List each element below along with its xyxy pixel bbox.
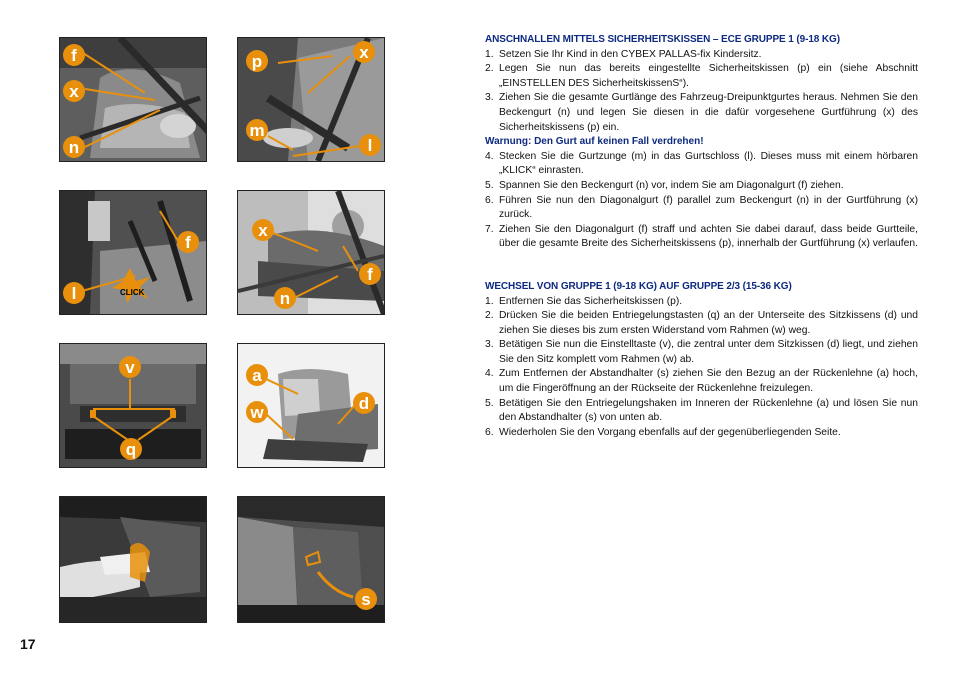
section-heading-booster: ANSCHNALLEN MITTELS SICHERHEITSKISSEN – … (485, 34, 840, 45)
photo-illustration (60, 38, 206, 161)
figure-1-belt-routing: f x n (59, 37, 207, 162)
warning-text: Warnung: Den Gurt auf keinen Fall verdre… (485, 136, 704, 148)
steps-list-b: 4.Stecken Sie die Gurtzunge (m) in das G… (485, 150, 918, 252)
photo-illustration (60, 191, 206, 314)
label-p: p (246, 50, 268, 72)
click-label: CLICK (120, 288, 145, 297)
steps-list-c: 1.Entfernen Sie das Sicherheitskissen (p… (485, 295, 918, 441)
label-w: w (246, 401, 268, 423)
label-v: v (119, 356, 141, 378)
label-x: x (63, 80, 85, 102)
figure-3-click: CLICK f l (59, 190, 207, 315)
list-item: 7.Ziehen Sie den Diagonalgurt (f) straff… (485, 223, 918, 250)
label-x: x (353, 41, 375, 63)
label-l: l (63, 282, 85, 304)
label-m: m (246, 119, 268, 141)
label-n: n (274, 287, 296, 309)
list-item: 5.Spannen Sie den Beckengurt (n) vor, in… (485, 179, 844, 191)
section-heading-group-change: WECHSEL VON GRUPPE 1 (9-18 KG) AUF GRUPP… (485, 280, 792, 292)
label-f: f (359, 263, 381, 285)
label-l: l (359, 134, 381, 156)
label-s: s (355, 588, 377, 610)
figure-2-buckle: p x m l (237, 37, 385, 162)
label-f: f (63, 44, 85, 66)
label-n: n (63, 136, 85, 158)
label-a: a (246, 364, 268, 386)
photo-illustration (60, 344, 206, 467)
instructions-column: ANSCHNALLEN MITTELS SICHERHEITSKISSEN – … (485, 33, 918, 440)
list-item: 5.Betätigen Sie den Entriegelungshaken i… (485, 397, 918, 424)
list-item: 2.Legen Sie nun das bereits eingestellte… (485, 63, 918, 89)
figure-6-seat-frame: a w d (237, 343, 385, 468)
photo-illustration (60, 497, 206, 622)
photo-illustration (238, 191, 384, 314)
figure-8-spacer: s (237, 496, 385, 623)
list-item: 1.Setzen Sie Ihr Kind in den CYBEX PALLA… (485, 48, 762, 60)
list-item: 3.Ziehen Sie die gesamte Gurtlänge des F… (485, 92, 918, 133)
figure-5-release-buttons: v q (59, 343, 207, 468)
label-d: d (353, 392, 375, 414)
figure-7-backrest-cover (59, 496, 207, 623)
label-x: x (252, 219, 274, 241)
label-f: f (177, 231, 199, 253)
list-item: 1.Entfernen Sie das Sicherheitskissen (p… (485, 295, 683, 307)
list-item: 4.Zum Entfernen der Abstandhalter (s) zi… (485, 368, 918, 395)
figure-4-impact-shield: x f n (237, 190, 385, 315)
page-number: 17 (20, 636, 36, 652)
list-item: 6.Führen Sie nun den Diagonalgurt (f) pa… (485, 194, 918, 221)
list-item: 6.Wiederholen Sie den Vorgang ebenfalls … (485, 426, 841, 438)
steps-list-a: 1.Setzen Sie Ihr Kind in den CYBEX PALLA… (485, 48, 918, 136)
list-item: 3.Betätigen Sie nun die Einstelltaste (v… (485, 339, 918, 365)
list-item: 2.Drücken Sie die beiden Entriegelungsta… (485, 310, 918, 336)
label-q: q (120, 438, 142, 460)
list-item: 4.Stecken Sie die Gurtzunge (m) in das G… (485, 150, 918, 177)
